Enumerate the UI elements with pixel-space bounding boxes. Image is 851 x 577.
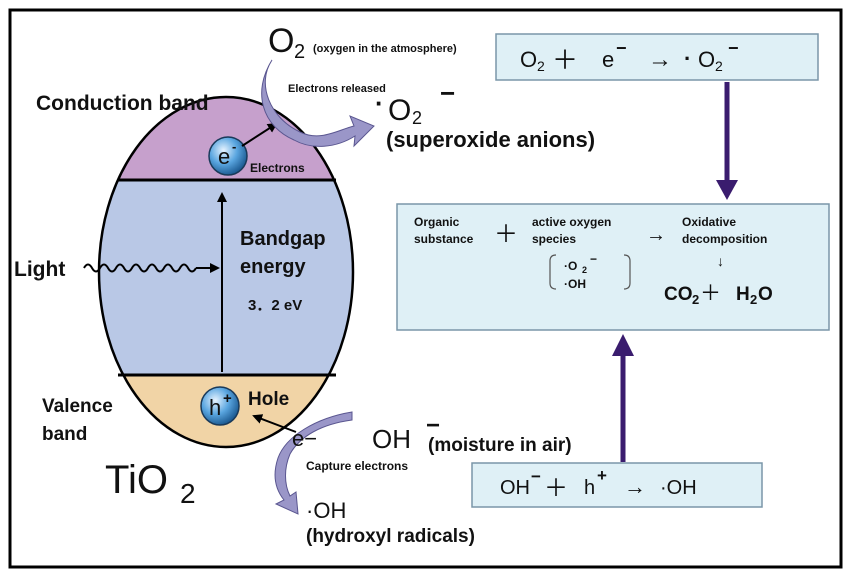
species-superoxide-sup: −: [590, 252, 597, 266]
valence-band-label-line2: band: [42, 424, 87, 445]
hole-capture-arrow: [252, 414, 297, 433]
eq-top-prod-main: O: [698, 47, 715, 72]
hole-ball: [200, 386, 240, 426]
center-plus-2: ＋: [700, 282, 721, 305]
electrons-released-label: Electrons released: [288, 83, 386, 95]
organic-line2: substance: [414, 232, 474, 246]
electron-sup: -: [232, 139, 236, 154]
active-line2: species: [532, 232, 576, 246]
hole-sup: +: [223, 390, 232, 407]
bandgap-region: [99, 180, 353, 375]
oxidative-line1: Oxidative: [682, 215, 736, 229]
h2o-h: H: [736, 284, 750, 305]
h2o-sub: 2: [750, 292, 757, 307]
o2-atmosphere-sub: 2: [294, 41, 305, 63]
hole-symbol: h: [209, 395, 221, 420]
tio2-label-main: TiO: [105, 458, 168, 502]
tio2-label-sub: 2: [180, 478, 196, 509]
eq-top-electron: e: [602, 47, 614, 72]
bandgap-label-line1: Bandgap: [240, 228, 326, 250]
decomposition-small-arrow: ↓: [717, 253, 724, 269]
electrons-label: Electrons: [250, 161, 305, 175]
organic-line1: Organic: [414, 215, 460, 229]
species-hydroxyl: ·OH: [564, 277, 586, 291]
co2-sub: 2: [692, 292, 699, 307]
light-label: Light: [14, 258, 65, 281]
eq-bottom-oh: OH: [500, 477, 530, 499]
hydroxyl-product: ·OH: [306, 498, 346, 523]
eq-top-dot: ·: [684, 46, 691, 71]
species-superoxide-main: ·O: [564, 259, 577, 273]
eq-top-prod-sup: −: [728, 38, 739, 58]
co2-main: CO: [664, 284, 693, 305]
eq-top-electron-sup: −: [616, 38, 627, 58]
bottom-electron-label: e−: [292, 426, 317, 451]
hydroxyl-capture-curved-arrow: [274, 411, 353, 515]
eq-top-prod-sub: 2: [715, 58, 723, 74]
light-wave-icon: [83, 263, 197, 273]
active-line1: active oxygen: [532, 215, 611, 229]
bandgap-label-line2: energy: [240, 256, 306, 278]
moisture-note: (moisture in air): [428, 435, 572, 456]
electron-symbol: e: [218, 144, 230, 169]
superoxide-dot: ·: [375, 88, 384, 118]
equation-bottom-box: [471, 462, 763, 508]
flow-arrow-up-head: [612, 334, 634, 356]
eq-bottom-oh-sup: −: [531, 467, 541, 486]
superoxide-name: (superoxide anions): [386, 127, 595, 152]
eq-bottom-arrow: →: [624, 474, 646, 499]
oxidative-line2: decomposition: [682, 232, 767, 246]
eq-top-o2-main: O: [520, 47, 537, 72]
hole-label: Hole: [248, 389, 289, 410]
eq-bottom-hole-sup: +: [597, 466, 607, 485]
hydroxyl-name: (hydroxyl radicals): [306, 526, 475, 547]
o2-atmosphere-main: O: [268, 22, 294, 60]
bandgap-value: 3．2 eV: [248, 297, 302, 314]
species-superoxide-sub: 2: [582, 265, 587, 275]
species-bracket-right: [623, 254, 631, 290]
valence-band-label-line1: Valence: [42, 396, 113, 417]
particle-outline: [97, 95, 355, 449]
eq-top-plus: ＋: [552, 45, 578, 75]
superoxide-sup: −: [440, 78, 455, 108]
h2o-o: O: [758, 284, 773, 305]
superoxide-main: O: [388, 94, 411, 127]
eq-bottom-product: ·OH: [660, 477, 697, 499]
eq-top-o2-sub: 2: [537, 58, 545, 74]
superoxide-sub: 2: [412, 108, 422, 128]
flow-arrow-down-head: [716, 180, 738, 200]
eq-bottom-plus: ＋: [544, 475, 568, 502]
hydroxide-sup: −: [426, 412, 440, 439]
oxygen-capture-curved-arrow: [261, 59, 375, 148]
equation-top-box: [495, 33, 819, 81]
electron-release-arrow: [241, 122, 278, 147]
conduction-band-label: Conduction band: [36, 92, 209, 115]
hydroxide-main: OH: [372, 424, 411, 454]
eq-bottom-hole: h: [584, 477, 595, 499]
eq-top-arrow: →: [648, 46, 672, 73]
center-plus: ＋: [494, 221, 518, 248]
capture-electrons-label: Capture electrons: [306, 459, 408, 473]
decomposition-box: [396, 203, 830, 331]
o2-atmosphere-note: (oxygen in the atmosphere): [313, 43, 457, 55]
species-bracket-left: [549, 254, 557, 290]
electron-ball: [208, 136, 248, 176]
center-arrow: →: [646, 224, 666, 246]
